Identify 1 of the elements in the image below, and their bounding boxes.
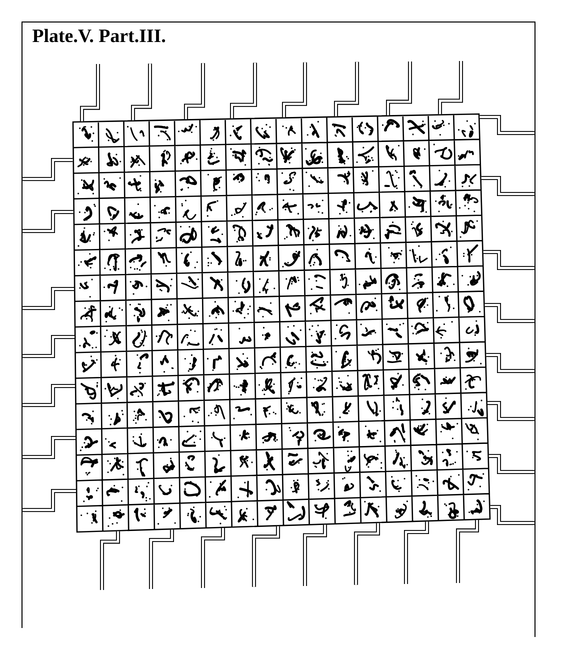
plate-title: Plate.V. Part.III.	[32, 28, 166, 42]
